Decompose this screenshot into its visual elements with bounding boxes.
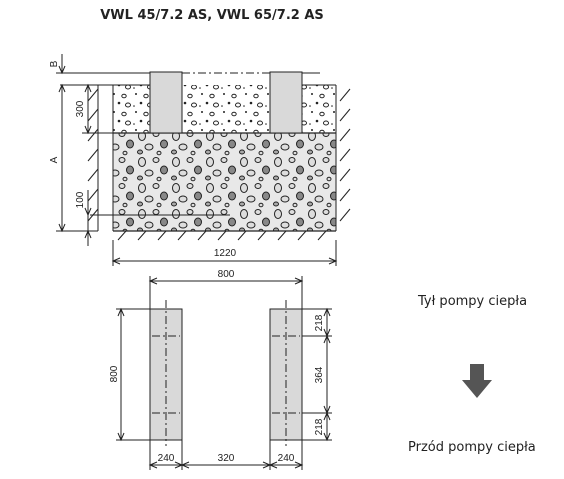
foundation-left [149, 71, 183, 134]
dim-240-left-label: 240 [158, 453, 175, 464]
plan-view: 800 800 218 364 218 240 320 240 [109, 269, 332, 470]
dim-100-label: 100 [75, 191, 86, 208]
section-view: B A 300 100 1220 [49, 54, 351, 266]
ground-hatch-right [339, 88, 351, 222]
dim-300-label: 300 [75, 100, 86, 117]
foundation-right [269, 71, 303, 134]
ground-hatch-left [87, 85, 99, 231]
dim-364-label: 364 [314, 366, 325, 383]
ground-hatch-bottom [117, 230, 327, 241]
dim-1220-label: 1220 [214, 248, 237, 259]
back-of-heat-pump-label: Tył pompy ciepła [418, 294, 528, 309]
dim-218-top-label: 218 [314, 314, 325, 331]
dim-800-top-label: 800 [218, 269, 235, 280]
dim-b-label: B [49, 60, 60, 67]
front-of-heat-pump-label: Przód pompy ciepła [408, 440, 536, 455]
dim-a-label: A [49, 156, 60, 163]
arrow-down-icon [462, 364, 492, 398]
dim-218-bottom-label: 218 [314, 418, 325, 435]
topsoil-layer [113, 85, 336, 133]
diagram-title: VWL 45/7.2 AS, VWL 65/7.2 AS [100, 8, 324, 23]
dim-240-right-label: 240 [278, 453, 295, 464]
dim-320-label: 320 [218, 453, 235, 464]
dim-800-left-label: 800 [109, 365, 120, 382]
